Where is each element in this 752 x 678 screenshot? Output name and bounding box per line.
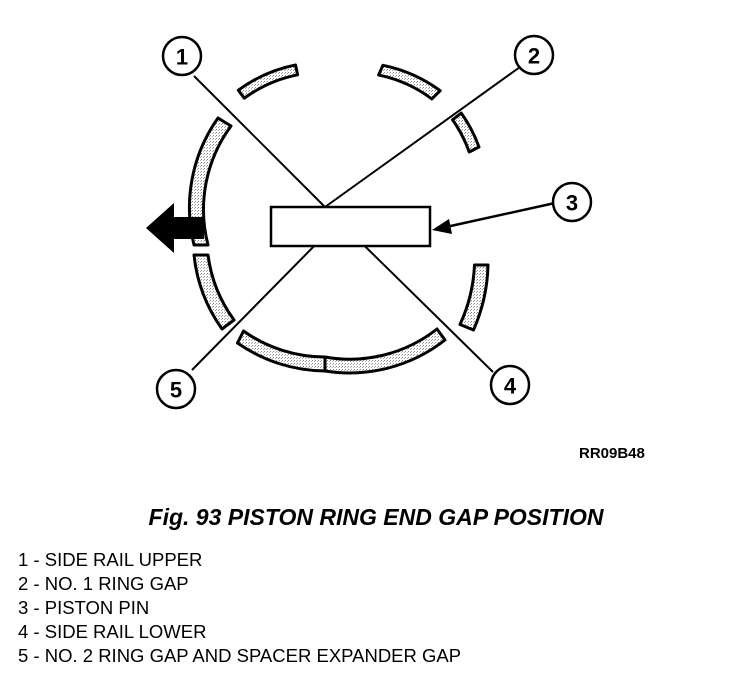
ring-segment-bottom-left <box>236 329 327 373</box>
callout-circle-3 <box>551 181 593 223</box>
ring-segment-top-right <box>377 63 442 101</box>
piston-ring-diagram: 1 2 3 4 5 RR09B48 <box>146 34 645 462</box>
image-code: RR09B48 <box>579 445 645 462</box>
legend-item-1: 1 - SIDE RAIL UPPER <box>18 549 203 570</box>
callout-circle-4 <box>489 364 531 406</box>
callout-label-4: 4 <box>504 374 517 399</box>
ring-segment-left-upper <box>187 116 233 247</box>
ring-segment-right-lower <box>458 263 490 332</box>
leader-line-2 <box>324 66 521 208</box>
ring-segment-right-upper <box>451 111 481 154</box>
callout-label-1: 1 <box>176 45 188 70</box>
ring-segment-left-lower <box>192 253 236 331</box>
leader-line-3 <box>432 201 556 234</box>
piston-pin <box>269 205 432 248</box>
arrowhead-3 <box>432 219 452 234</box>
front-direction-arrow-icon <box>146 203 204 253</box>
callout-circle-2 <box>513 34 555 76</box>
callout-label-5: 5 <box>170 378 182 403</box>
callout-circle-1 <box>161 35 203 77</box>
legend-item-5: 5 - NO. 2 RING GAP AND SPACER EXPANDER G… <box>18 645 462 666</box>
callout-label-3: 3 <box>566 191 578 216</box>
ring-segment-bottom-right <box>323 327 447 375</box>
figure-title: Fig. 93 PISTON RING END GAP POSITION <box>148 504 604 530</box>
callouts <box>155 34 593 410</box>
ring-segment-top-left <box>236 63 300 100</box>
legend-item-4: 4 - SIDE RAIL LOWER <box>18 621 207 642</box>
legend-item-3: 3 - PISTON PIN <box>18 597 150 618</box>
callout-label-2: 2 <box>528 44 540 69</box>
leader-line-5 <box>191 234 326 371</box>
leader-line-1 <box>193 75 326 208</box>
legend-item-2: 2 - NO. 1 RING GAP <box>18 573 189 594</box>
legend-list: 1 - SIDE RAIL UPPER 2 - NO. 1 RING GAP 3… <box>18 548 461 668</box>
callout-circle-5 <box>155 368 197 410</box>
ring-segments <box>187 63 490 375</box>
